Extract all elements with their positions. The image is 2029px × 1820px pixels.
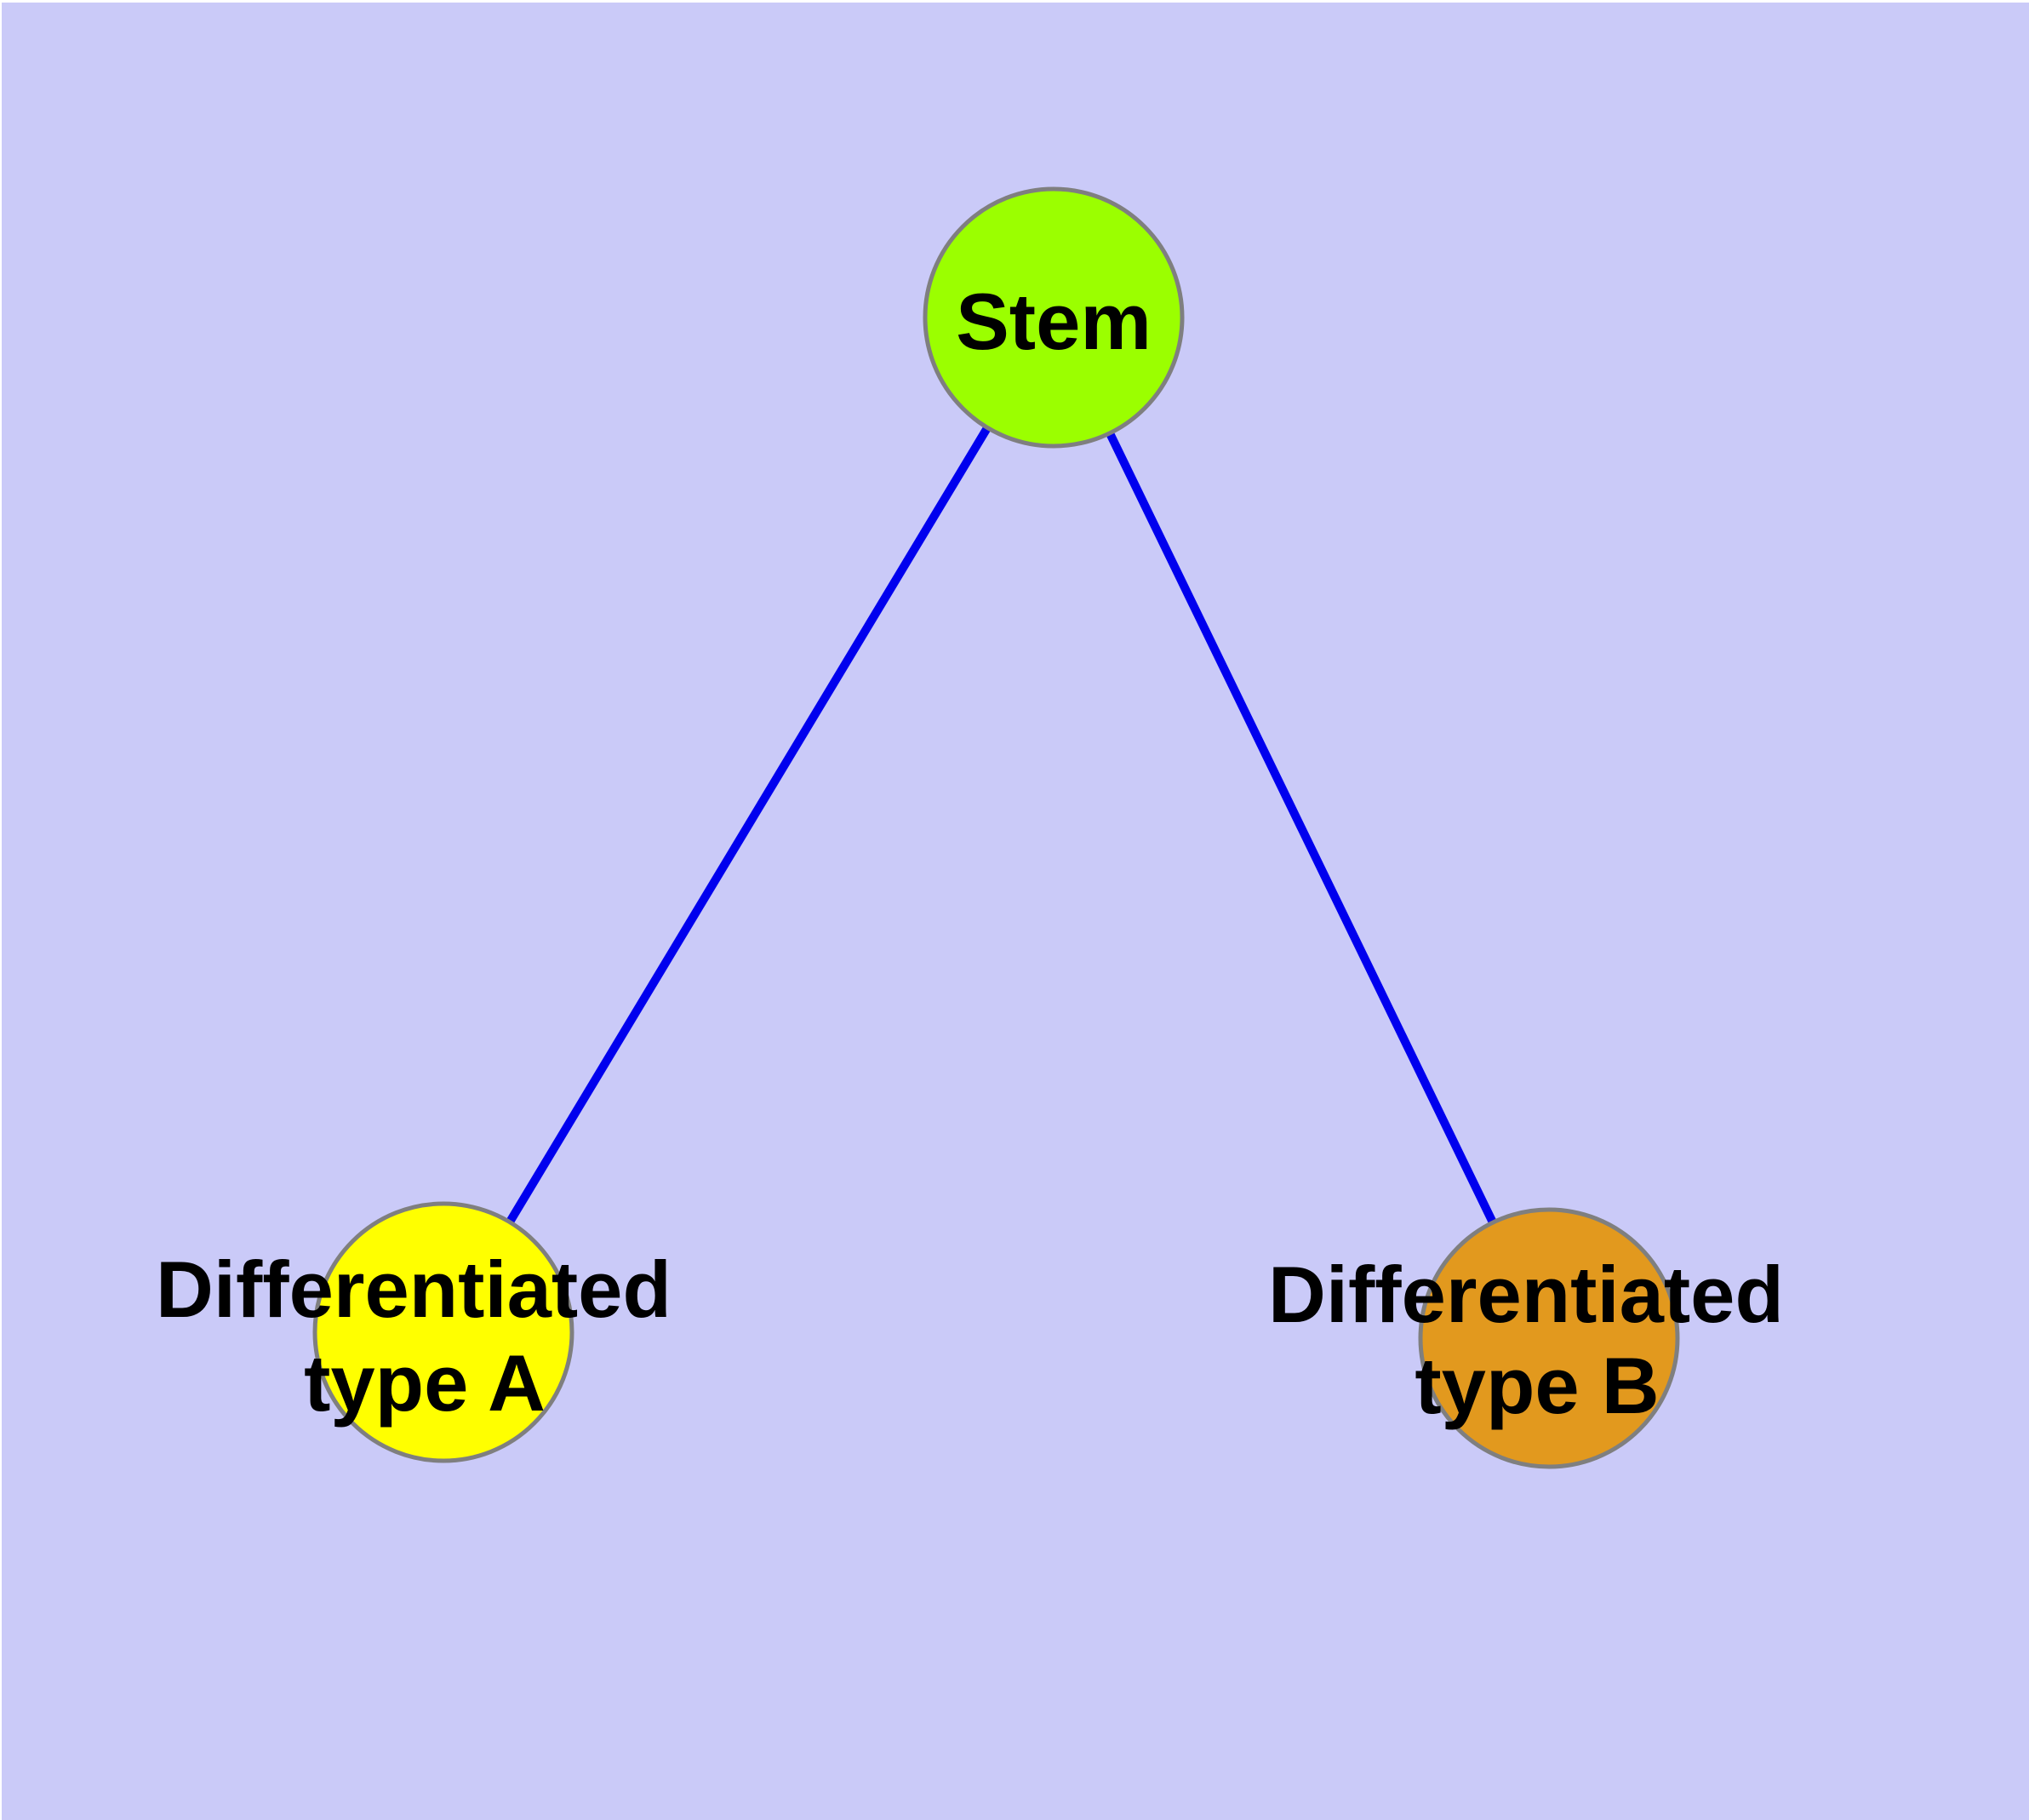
node-stem-label: Stem [956,277,1152,366]
node-type-b-label-line2: type B [1415,1341,1659,1430]
node-type-b-circle [1418,1207,1680,1469]
node-type-a-label-line2: type A [304,1338,546,1428]
node-type-a-circle [312,1201,574,1463]
node-stem-circle [923,186,1185,449]
node-type-a-label: Differentiated type A [156,1245,694,1428]
node-type-a-label-line1: Differentiated [156,1245,672,1334]
node-type-b-label-line1: Differentiated [1268,1250,1784,1339]
edge-stem-to-type-a [439,315,1058,1335]
edge-stem-to-type-b [1049,315,1553,1341]
node-type-b-label: Differentiated type B [1268,1250,1806,1430]
